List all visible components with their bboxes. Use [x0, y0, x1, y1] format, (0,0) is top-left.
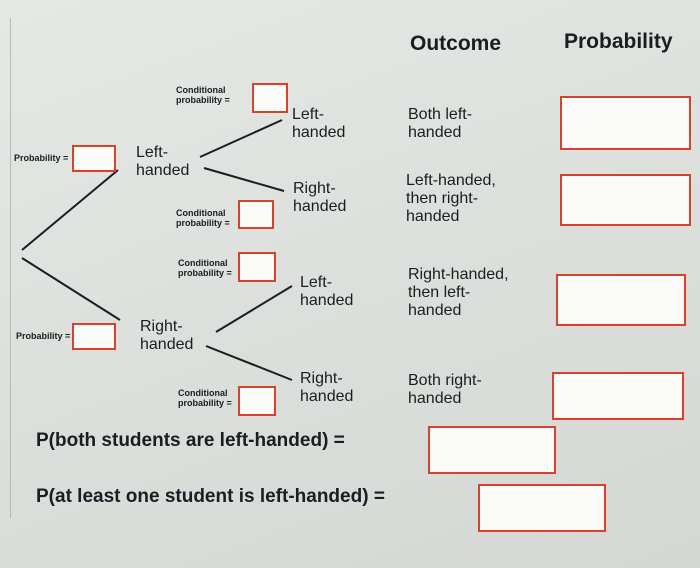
outcome-probability-input-2[interactable]	[560, 174, 691, 226]
branch-label-second-left-a: Left- handed	[292, 106, 346, 141]
outcome-3: Right-handed, then left- handed	[408, 266, 509, 319]
question-at-least-one: P(at least one student is left-handed) =	[36, 486, 385, 507]
branch-left-right	[203, 167, 285, 192]
outcome-1: Both left- handed	[408, 106, 473, 141]
conditional-label-3: Conditional probability =	[178, 258, 232, 279]
conditional-label-2: Conditional probability =	[176, 208, 230, 229]
answer-at-least-one-input[interactable]	[478, 484, 606, 532]
outcome-2: Left-handed, then right- handed	[406, 172, 496, 225]
branch-label-second-right-a: Right- handed	[293, 180, 347, 215]
probability-label-left: Probability =	[14, 153, 69, 163]
outcome-probability-input-1[interactable]	[560, 96, 691, 150]
probability-right-input[interactable]	[72, 323, 116, 350]
question-both-left: P(both students are left-handed) =	[36, 430, 345, 451]
conditional-input-1[interactable]	[252, 83, 288, 113]
branch-label-first-right: Right- handed	[140, 318, 194, 353]
conditional-label-4: Conditional probability =	[178, 388, 232, 409]
probability-left-input[interactable]	[72, 145, 116, 172]
outcome-header: Outcome	[410, 32, 502, 55]
conditional-label-1: Conditional probability =	[176, 85, 230, 106]
outcome-probability-input-3[interactable]	[556, 274, 686, 326]
branch-label-second-left-b: Left- handed	[300, 274, 354, 309]
conditional-input-2[interactable]	[238, 200, 274, 229]
branch-root-left	[21, 169, 119, 251]
branch-root-right	[21, 257, 121, 321]
probability-label-right: Probability =	[16, 331, 71, 341]
branch-label-first-left: Left- handed	[136, 144, 190, 179]
branch-left-left	[199, 119, 283, 158]
page-edge	[10, 18, 11, 518]
conditional-input-4[interactable]	[238, 386, 276, 416]
branch-right-left	[215, 285, 293, 333]
branch-right-right	[205, 345, 293, 381]
outcome-probability-input-4[interactable]	[552, 372, 684, 420]
branch-label-second-right-b: Right- handed	[300, 370, 354, 405]
answer-both-left-input[interactable]	[428, 426, 556, 474]
probability-header: Probability	[564, 30, 673, 53]
outcome-4: Both right- handed	[408, 372, 482, 407]
conditional-input-3[interactable]	[238, 252, 276, 282]
